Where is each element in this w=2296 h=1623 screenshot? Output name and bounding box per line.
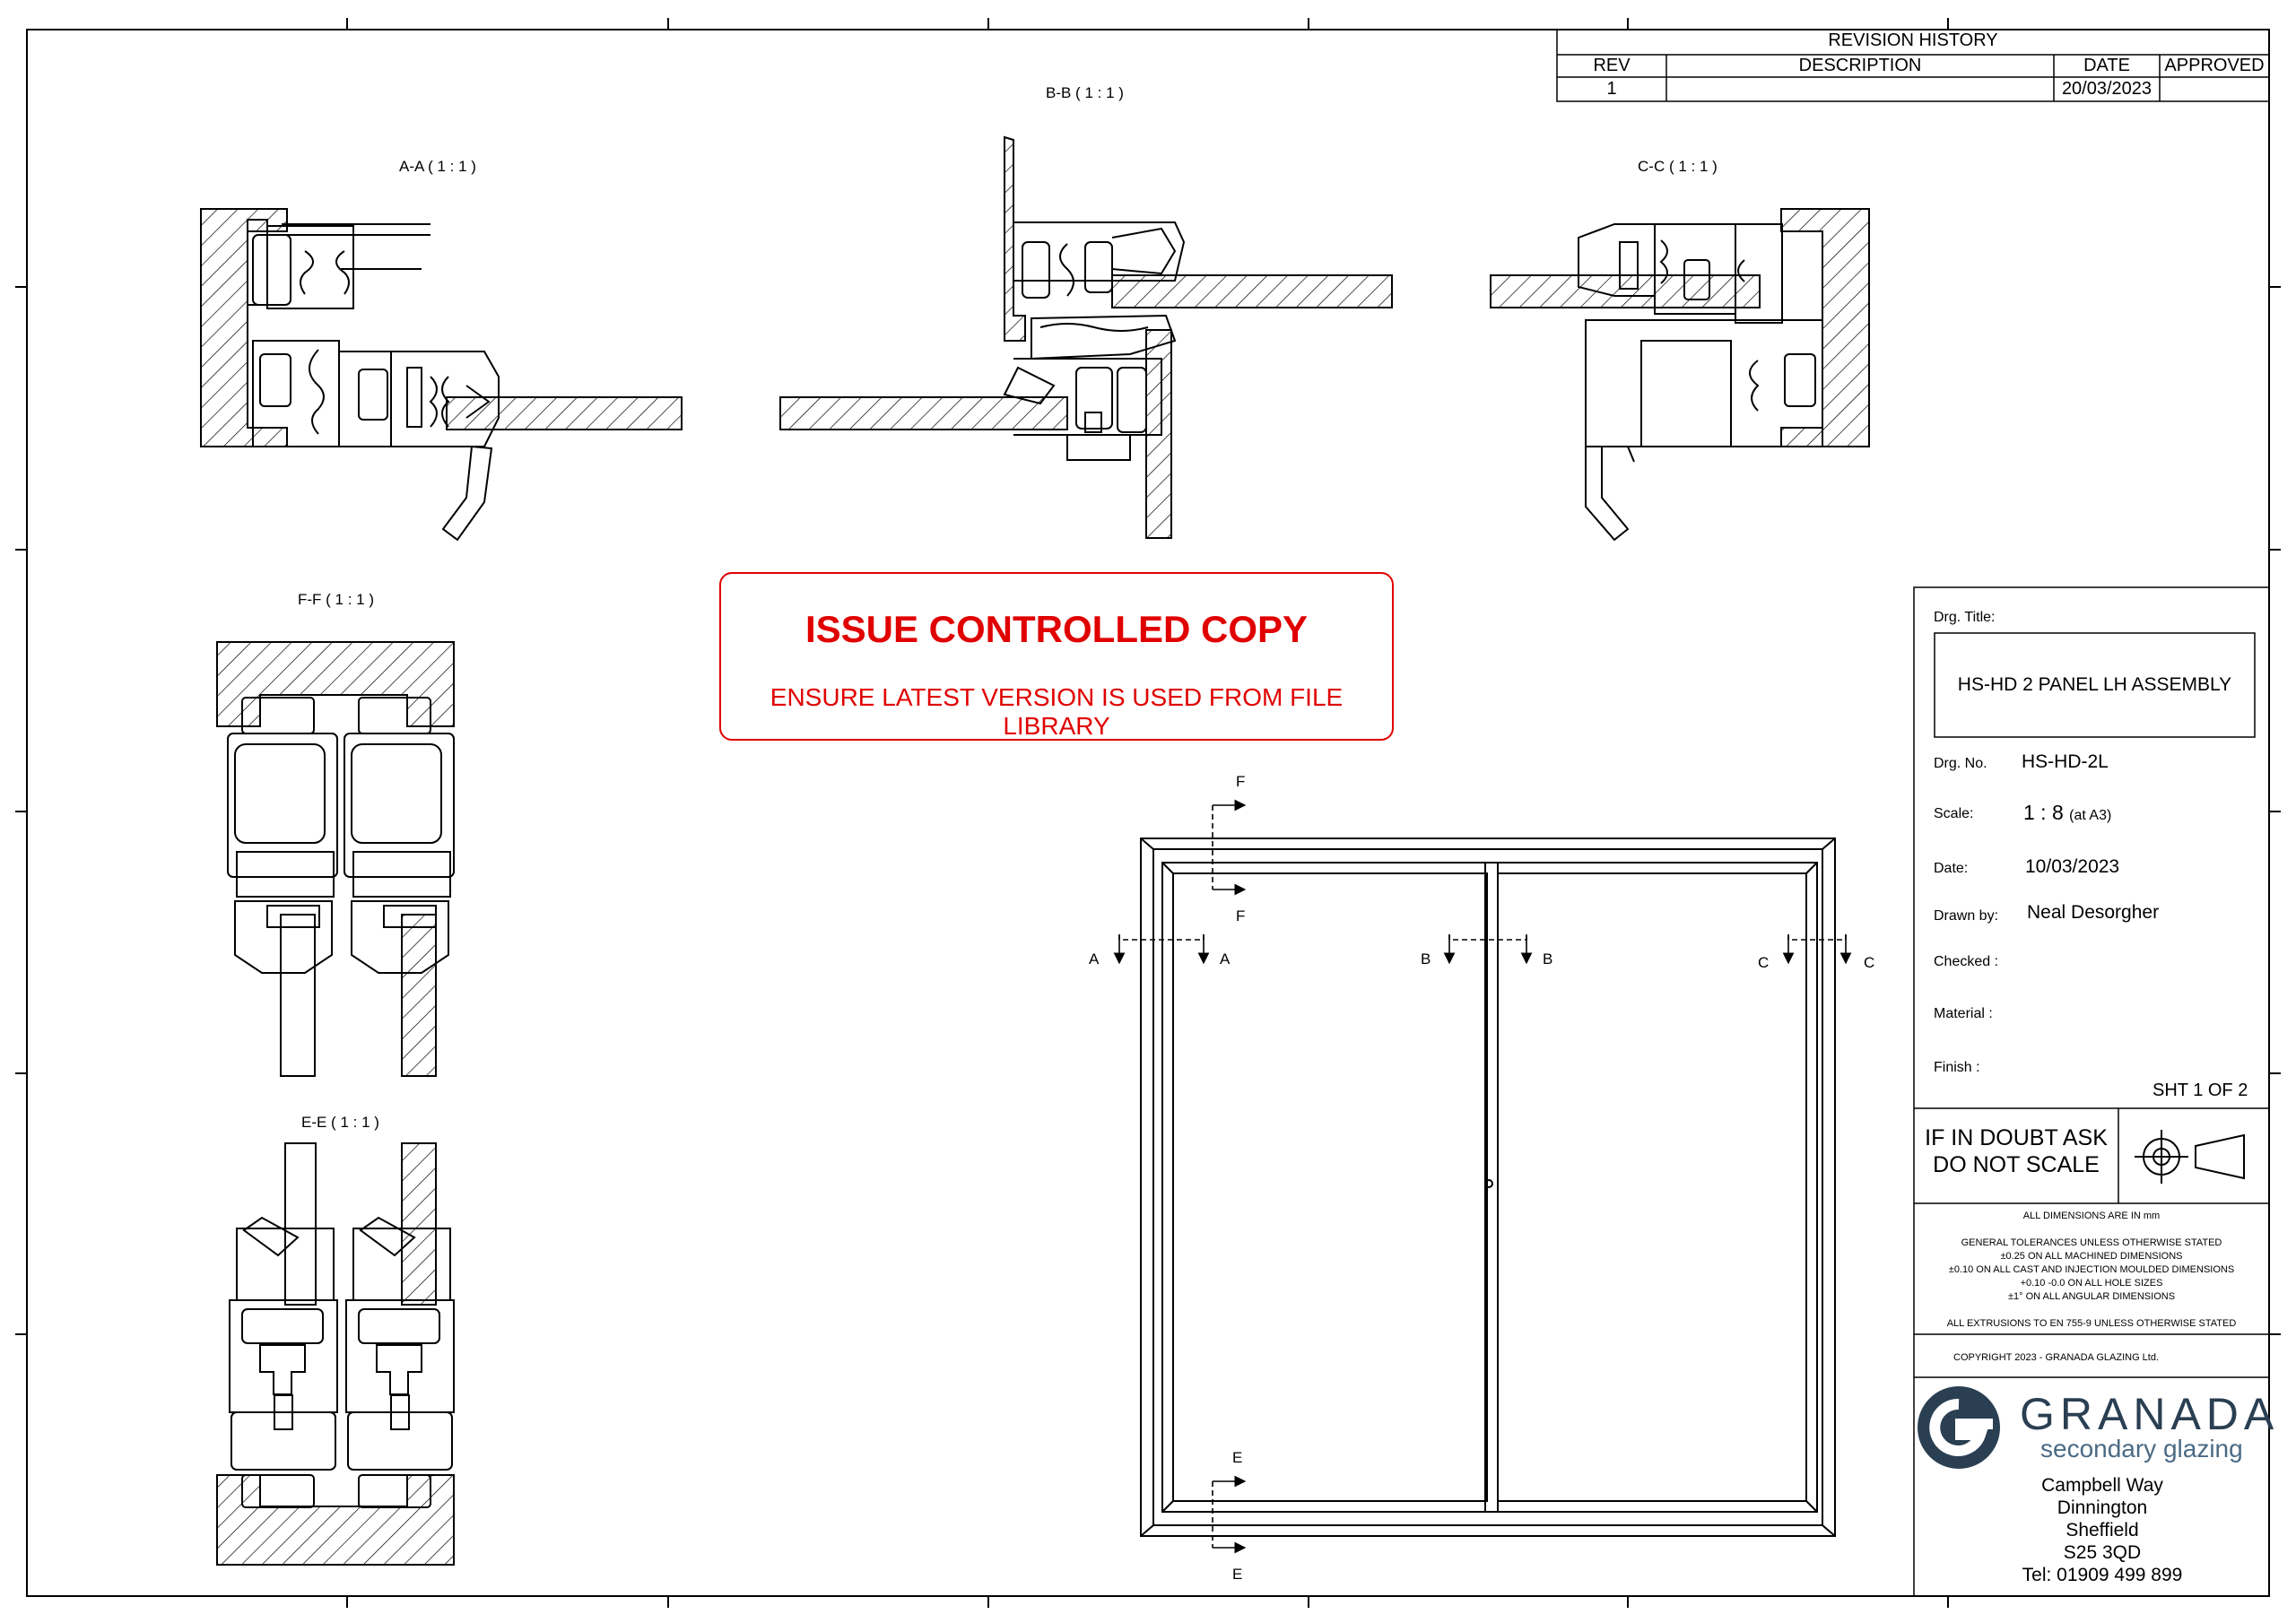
note-line: ALL EXTRUSIONS TO EN 755-9 UNLESS OTHERW… <box>1946 1318 2237 1329</box>
third-angle-projection-icon <box>2135 1130 2245 1184</box>
sheet-number: SHT 1 OF 2 <box>2152 1081 2248 1100</box>
section-lines <box>1113 799 1852 1554</box>
sheet-border <box>26 29 2270 1597</box>
drg-title-value: HS-HD 2 PANEL LH ASSEMBLY <box>1957 674 2232 695</box>
title-block-lines <box>1913 586 2270 1597</box>
stamp-title: ISSUE CONTROLLED COPY <box>804 608 1309 650</box>
stamp-subtitle: ENSURE LATEST VERSION IS USED FROM FILE … <box>770 683 1344 740</box>
tolerance-notes: ALL DIMENSIONS ARE IN mm GENERAL TOLERAN… <box>1914 1210 2269 1331</box>
doubt-line-1: IF IN DOUBT ASK <box>1925 1125 2108 1150</box>
section-cc-drawing <box>1490 208 1870 542</box>
issue-controlled-stamp: ISSUE CONTROLLED COPY ENSURE LATEST VERS… <box>719 572 1394 741</box>
elevation-drawing <box>1140 838 1836 1537</box>
view-label-ff: F-F ( 1 : 1 ) <box>298 591 374 608</box>
marker-f-bottom: F <box>1236 907 1246 924</box>
scale-label: Scale: <box>1934 806 1974 821</box>
address-line: Campbell Way <box>2041 1475 2163 1496</box>
section-ee-drawing <box>216 1142 455 1566</box>
note-line: GENERAL TOLERANCES UNLESS OTHERWISE STAT… <box>1961 1237 2222 1248</box>
view-label-ee: E-E ( 1 : 1 ) <box>301 1114 379 1131</box>
date-value-tb: 10/03/2023 <box>2025 856 2120 877</box>
approved-header: APPROVED <box>2164 56 2265 75</box>
copyright: COPYRIGHT 2023 - GRANADA GLAZING Ltd. <box>1953 1352 2160 1363</box>
rev-value: 1 <box>1606 79 1617 99</box>
checked-label: Checked : <box>1934 954 1999 969</box>
handle <box>1484 1179 1493 1188</box>
view-label-bb: B-B ( 1 : 1 ) <box>1046 84 1124 101</box>
scale-ratio: 1 : 8 <box>2023 801 2064 824</box>
drg-title-label: Drg. Title: <box>1934 610 1996 625</box>
doubt-line-2: DO NOT SCALE <box>1933 1152 2100 1177</box>
company-name: GRANADA <box>2020 1389 2280 1439</box>
company-tagline: secondary glazing <box>2040 1435 2243 1462</box>
note-line: ±0.10 ON ALL CAST AND INJECTION MOULDED … <box>1948 1264 2235 1275</box>
address-line: Sheffield <box>2066 1520 2139 1541</box>
marker-c-right: C <box>1864 954 1875 971</box>
revision-table-lines <box>1556 29 2270 102</box>
note-line: ±1° ON ALL ANGULAR DIMENSIONS <box>2007 1291 2176 1302</box>
marker-f-top: F <box>1236 773 1246 790</box>
scale-value: 1 : 8 (at A3) <box>2023 801 2111 825</box>
description-header: DESCRIPTION <box>1798 56 1922 75</box>
drawn-by-label: Drawn by: <box>1934 908 1999 924</box>
marker-e-top: E <box>1232 1449 1243 1466</box>
border-ticks <box>15 18 2281 1608</box>
note-line: ±0.25 ON ALL MACHINED DIMENSIONS <box>2000 1251 2183 1262</box>
note-line <box>1914 1223 2269 1237</box>
section-ff-drawing <box>216 641 455 1077</box>
revision-title: REVISION HISTORY <box>1828 30 1998 50</box>
granada-logo-mark <box>1918 1386 2000 1469</box>
address-phone: Tel: 01909 499 899 <box>2022 1565 2183 1585</box>
note-line <box>1914 1304 2269 1317</box>
drg-no-label: Drg. No. <box>1934 756 1987 771</box>
marker-e-bottom: E <box>1232 1566 1243 1583</box>
note-line: +0.10 -0.0 ON ALL HOLE SIZES <box>2020 1278 2163 1289</box>
finish-label: Finish : <box>1934 1060 1980 1075</box>
rev-header: REV <box>1593 56 1631 75</box>
scale-note: (at A3) <box>2069 808 2112 823</box>
section-aa-drawing <box>200 208 683 542</box>
do-not-scale-note: IF IN DOUBT ASK DO NOT SCALE <box>1914 1124 2118 1178</box>
date-label: Date: <box>1934 861 1969 876</box>
marker-b-left: B <box>1421 950 1431 968</box>
address-line: Dinnington <box>2057 1497 2148 1518</box>
view-label-aa: A-A ( 1 : 1 ) <box>399 158 476 175</box>
marker-a-left: A <box>1089 950 1100 968</box>
drawn-by-value: Neal Desorgher <box>2027 902 2160 923</box>
date-value: 20/03/2023 <box>2061 79 2152 99</box>
drg-no-value: HS-HD-2L <box>2022 751 2109 772</box>
date-header: DATE <box>2083 56 2130 75</box>
note-line: ALL DIMENSIONS ARE IN mm <box>2022 1211 2161 1221</box>
section-bb-drawing <box>779 135 1393 539</box>
address-line: S25 3QD <box>2063 1542 2142 1563</box>
marker-a-right: A <box>1220 950 1231 968</box>
marker-b-right: B <box>1543 950 1553 968</box>
marker-c-left: C <box>1758 954 1770 971</box>
material-label: Material : <box>1934 1006 1993 1021</box>
view-label-cc: C-C ( 1 : 1 ) <box>1638 158 1718 175</box>
